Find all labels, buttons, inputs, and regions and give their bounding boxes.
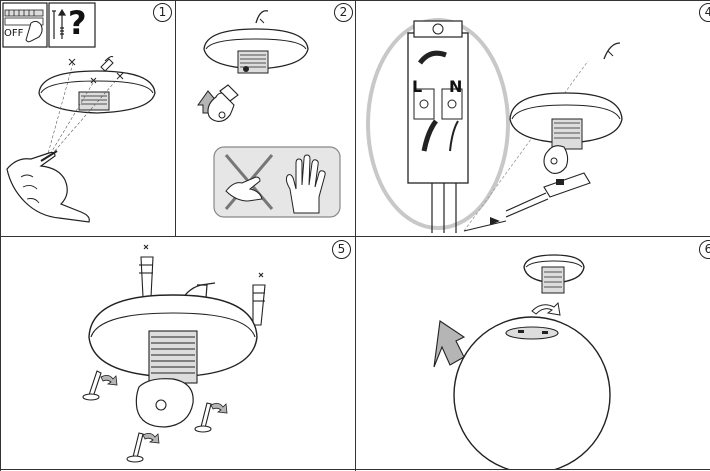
step-5-illustration (82, 244, 266, 463)
step-6-number: 6 (699, 240, 710, 259)
step-4-number: 4 (699, 3, 710, 22)
col-divider-2 (355, 0, 356, 471)
step-1-number: 1 (153, 3, 172, 22)
step-6-panel: 6 (356, 237, 710, 469)
step-4-panel: L N 4 (356, 1, 710, 236)
help-question-glyph: ? (68, 4, 87, 42)
step-2-number: 2 (334, 3, 353, 22)
step-1-illustration (2, 2, 156, 223)
off-label: OFF (4, 28, 24, 39)
live-terminal-label: L (412, 77, 423, 96)
step-1-panel: OFF ? 1 (1, 1, 175, 236)
neutral-terminal-label: N (449, 77, 463, 96)
step-2-illustration (197, 10, 341, 218)
step-2-panel: 2 (176, 1, 355, 236)
step-5-panel: 5 (1, 237, 355, 469)
outer-border-left (0, 0, 1, 471)
step-5-number: 5 (332, 240, 351, 259)
col-divider-1 (175, 0, 176, 236)
step-6-illustration (433, 254, 611, 469)
step-4-illustration (366, 18, 623, 233)
